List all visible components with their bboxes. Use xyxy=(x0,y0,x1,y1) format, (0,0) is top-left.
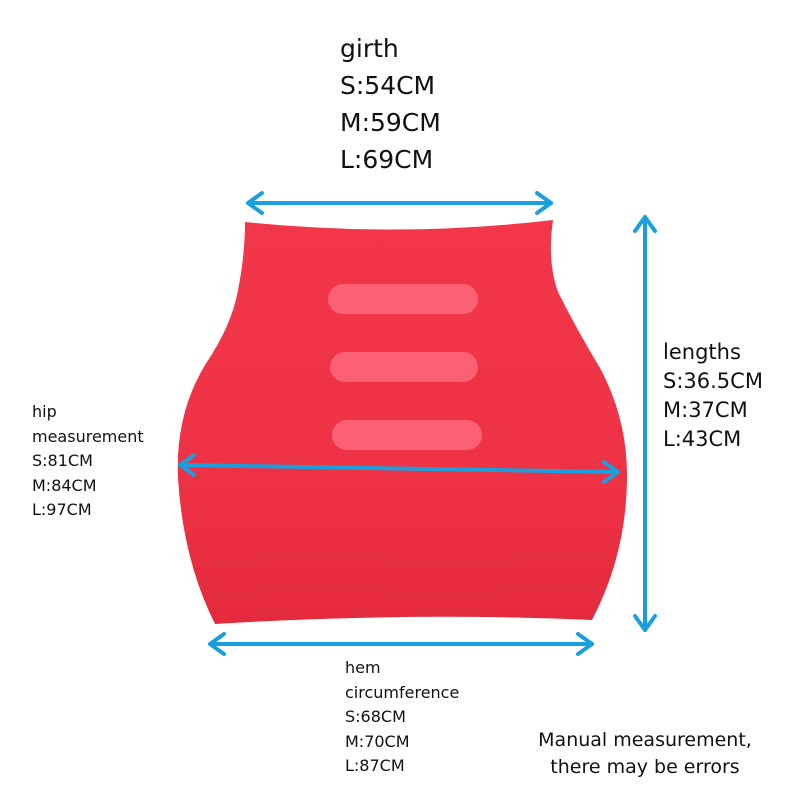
lengths-title: lengths xyxy=(663,340,741,364)
hip-size-m: M:84CM xyxy=(32,475,97,495)
hem-size-m: M:70CM xyxy=(345,731,410,751)
hip-size-l: L:97CM xyxy=(32,500,92,519)
girth-title: girth xyxy=(340,34,399,63)
hip-title-line2: measurement xyxy=(32,426,144,446)
hem-title-line2: circumference xyxy=(345,682,460,702)
girth-label: girth S:54CM M:59CM L:69CM xyxy=(340,30,441,178)
lengths-size-m: M:37CM xyxy=(663,398,748,422)
hip-title-line1: hip xyxy=(32,402,57,421)
lengths-arrow-icon xyxy=(633,215,657,632)
note-line2: there may be errors xyxy=(550,756,740,778)
lengths-size-s: S:36.5CM xyxy=(663,369,763,393)
hem-label: hem circumference S:68CM M:70CM L:87CM xyxy=(345,656,459,779)
girth-size-l: L:69CM xyxy=(340,145,434,174)
hem-size-l: L:87CM xyxy=(345,756,405,775)
hip-arrow-icon xyxy=(178,453,620,484)
lengths-size-l: L:43CM xyxy=(663,427,742,451)
lengths-label: lengths S:36.5CM M:37CM L:43CM xyxy=(663,338,763,454)
hem-arrow-icon xyxy=(208,632,594,656)
skirt-stripe-1 xyxy=(328,284,478,314)
note-line1: Manual measurement, xyxy=(538,729,752,751)
measurement-note: Manual measurement, there may be errors xyxy=(505,727,785,781)
girth-size-m: M:59CM xyxy=(340,108,441,137)
hip-size-s: S:81CM xyxy=(32,451,93,470)
hem-title-line1: hem xyxy=(345,658,381,677)
hip-label: hip measurement S:81CM M:84CM L:97CM xyxy=(32,400,144,523)
girth-arrow-icon xyxy=(246,191,553,215)
girth-size-s: S:54CM xyxy=(340,71,436,100)
skirt-stripe-2 xyxy=(330,352,478,382)
skirt-stripe-3 xyxy=(332,420,482,450)
hem-size-s: S:68CM xyxy=(345,707,406,726)
